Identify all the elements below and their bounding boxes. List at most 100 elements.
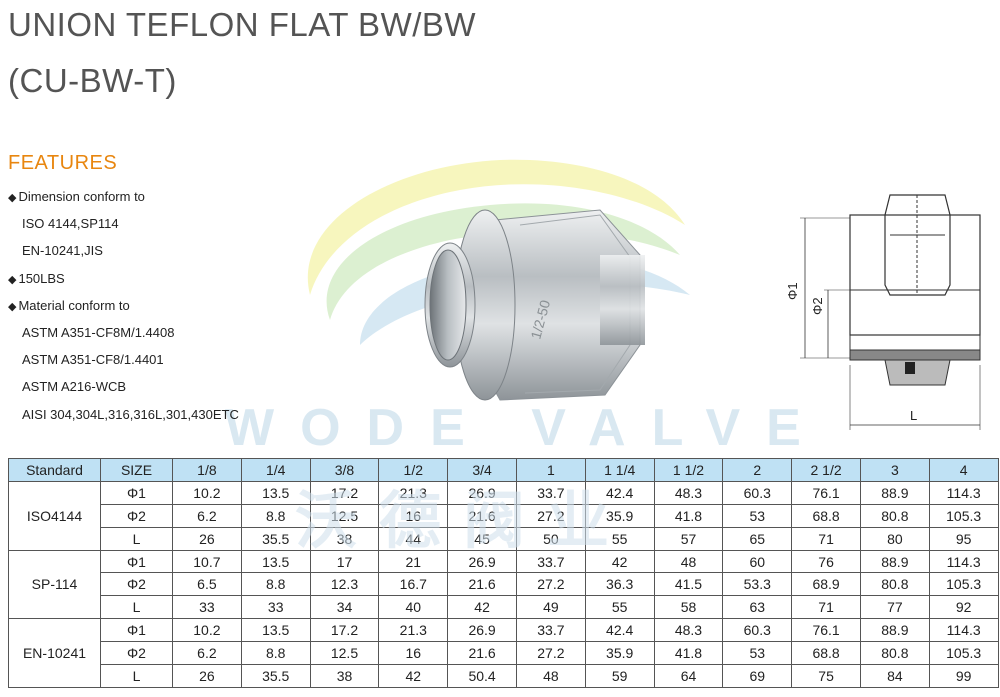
value-cell: 21.3	[378, 480, 449, 505]
value-cell: 36.3	[584, 572, 655, 597]
value-cell: 95	[928, 526, 999, 551]
size-type-cell: Φ1	[100, 618, 173, 643]
value-cell: 42.4	[584, 618, 655, 643]
value-cell: 80.8	[859, 572, 930, 597]
value-cell: 49	[515, 595, 586, 620]
value-cell: 59	[584, 664, 655, 688]
phi1-label: Φ1	[785, 282, 800, 300]
feature-item: ◆Dimension conform to	[8, 189, 145, 204]
value-cell: 26	[172, 526, 242, 551]
value-cell: 114.3	[928, 480, 999, 505]
size-type-cell: L	[100, 595, 173, 620]
value-cell: 8.8	[240, 572, 311, 597]
value-cell: 10.7	[172, 549, 242, 574]
value-cell: 88.9	[859, 480, 930, 505]
value-cell: 68.8	[791, 503, 861, 528]
header-size-1-1-2: 1 1/2	[653, 458, 724, 482]
value-cell: 10.2	[172, 480, 242, 505]
value-cell: 33.7	[515, 480, 586, 505]
value-cell: 53.3	[722, 572, 793, 597]
value-cell: 55	[584, 595, 655, 620]
size-type-cell: Φ2	[100, 572, 173, 597]
value-cell: 33	[240, 595, 311, 620]
value-cell: 33.7	[515, 618, 586, 643]
value-cell: 40	[378, 595, 449, 620]
value-cell: 53	[722, 641, 793, 666]
standard-cell: SP-114	[8, 549, 101, 620]
header-size-1-4: 1/4	[240, 458, 311, 482]
value-cell: 60	[722, 549, 793, 574]
value-cell: 16.7	[378, 572, 449, 597]
value-cell: 65	[722, 526, 793, 551]
header-size-2: 2	[722, 458, 793, 482]
value-cell: 41.5	[653, 572, 724, 597]
value-cell: 99	[928, 664, 999, 688]
feature-item: AISI 304,304L,316,316L,301,430ETC	[22, 406, 239, 422]
value-cell: 48.3	[653, 480, 724, 505]
value-cell: 53	[722, 503, 793, 528]
value-cell: 48.3	[653, 618, 724, 643]
features-list: ◆Dimension conform to ISO 4144,SP114 EN-…	[8, 187, 239, 432]
header-size-4: 4	[928, 458, 999, 482]
diamond-bullet-icon: ◆	[8, 192, 17, 204]
features-heading: FEATURES	[8, 152, 118, 174]
size-type-cell: Φ2	[100, 641, 173, 666]
product-image-union-fitting: 1/2-50	[424, 209, 645, 401]
value-cell: 114.3	[928, 549, 999, 574]
watermark-chinese-text: 沃德阀业	[295, 487, 632, 556]
value-cell: 105.3	[928, 503, 999, 528]
feature-item: EN-10241,JIS	[22, 243, 103, 259]
value-cell: 35.9	[584, 503, 655, 528]
value-cell: 77	[859, 595, 930, 620]
size-type-cell: L	[100, 664, 173, 688]
value-cell: 57	[653, 526, 724, 551]
value-cell: 80.8	[859, 503, 930, 528]
value-cell: 26	[172, 664, 242, 688]
value-cell: 16	[378, 641, 449, 666]
header-size-3-4: 3/4	[447, 458, 517, 482]
value-cell: 26.9	[447, 549, 517, 574]
header-size-2-1-2: 2 1/2	[791, 458, 861, 482]
value-cell: 68.8	[791, 641, 861, 666]
value-cell: 21.6	[447, 572, 517, 597]
feature-item: ASTM A351-CF8M/1.4408	[22, 324, 175, 340]
value-cell: 12.3	[309, 572, 380, 597]
value-cell: 84	[859, 664, 930, 688]
diamond-bullet-icon: ◆	[8, 300, 17, 313]
size-type-cell: Φ1	[100, 549, 173, 574]
feature-item: ◆Material conform to	[8, 297, 130, 313]
value-cell: 42	[447, 595, 517, 620]
value-cell: 64	[653, 664, 724, 688]
value-cell: 41.8	[653, 641, 724, 666]
value-cell: 26.9	[447, 618, 517, 643]
value-cell: 88.9	[859, 618, 930, 643]
value-cell: 80.8	[859, 641, 930, 666]
value-cell: 6.5	[172, 572, 242, 597]
value-cell: 10.2	[172, 618, 242, 643]
phi2-label: Φ2	[810, 297, 825, 315]
value-cell: 42	[584, 549, 655, 574]
header-size-1: 1	[515, 458, 586, 482]
header-size-1-1-4: 1 1/4	[584, 458, 655, 482]
watermark-text: WODE VALVE	[225, 399, 827, 457]
value-cell: 35.9	[584, 641, 655, 666]
value-cell: 114.3	[928, 618, 999, 643]
value-cell: 69	[722, 664, 793, 688]
value-cell: 92	[928, 595, 999, 620]
page-title-line-1: UNION TEFLON FLAT BW/BW	[8, 6, 477, 43]
size-type-cell: Φ2	[100, 503, 173, 528]
value-cell: 42.4	[584, 480, 655, 505]
value-cell: 58	[653, 595, 724, 620]
value-cell: 38	[309, 664, 380, 688]
table-header-row: Standard SIZE 1/8 1/4 3/8 1/2 3/4 1 1 1/…	[8, 458, 999, 482]
value-cell: 27.2	[515, 641, 586, 666]
header-size-3-8: 3/8	[309, 458, 380, 482]
technical-drawing: Φ1 Φ2 L	[785, 194, 981, 430]
value-cell: 60.3	[722, 480, 793, 505]
feature-item: ASTM A216-WCB	[22, 379, 127, 395]
